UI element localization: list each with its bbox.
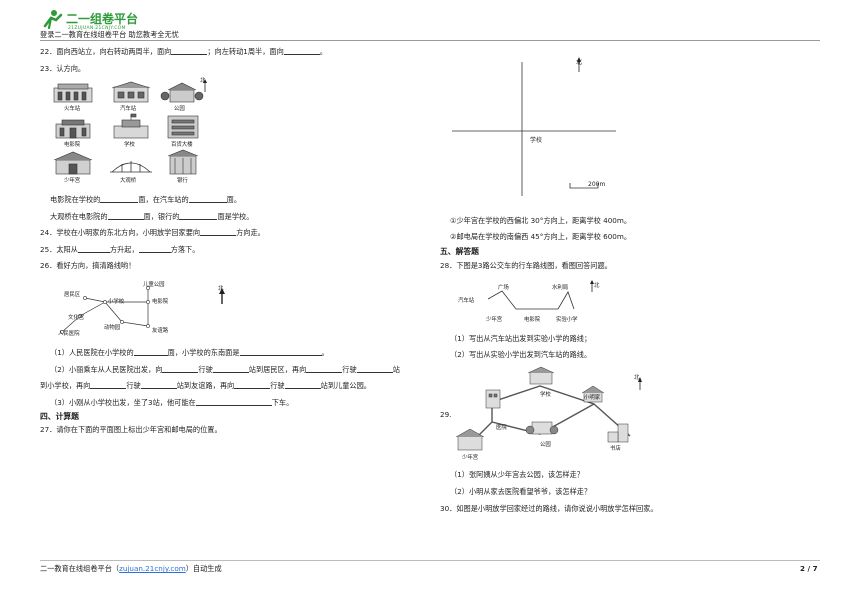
q27-scale-label: 200m: [588, 181, 606, 188]
q28-sub-1: （1）写出从汽车站出发到实验小学的路线；: [450, 334, 592, 343]
q27-north-label: 北: [576, 59, 583, 66]
stop-bus-station: 汽车站: [458, 298, 475, 304]
pic-label: 大观桥: [120, 178, 137, 184]
logo-subtext: 21ZUJUAN.21CNJY.COM: [68, 26, 126, 31]
question-26-title: 26．看好方向，搞清路线哟！: [40, 261, 136, 270]
map-label-residential: 居民区: [64, 292, 81, 298]
pic-label: 银行: [177, 178, 188, 184]
question-25: 25．太阳从方升起，方落下。: [40, 245, 200, 254]
map-label-friendship-road: 友谊路: [152, 328, 169, 334]
footer-divider: [40, 560, 820, 561]
question-22: 22．面向西站立，向右转动两周半，面向；向左转动1周半，面向。: [40, 47, 327, 56]
cinema-picture: [55, 119, 91, 139]
map-label-hospital: 人民医院: [58, 331, 80, 337]
q29-sub-1: （1）张阿姨从少年宫去公园，该怎样走？: [450, 470, 584, 479]
q23-buildings-figure: [53, 81, 204, 175]
pic-label: 公园: [174, 106, 185, 112]
q27-direction-map: [452, 57, 616, 196]
north-label: 北: [200, 78, 206, 84]
question-30: 30．如图是小明放学回家经过的路线，请你说说小明放学怎样回家。: [440, 504, 658, 513]
header-divider: [40, 40, 820, 41]
question-27: 27．请你在下面的平面图上标出少年宫和邮电局的位置。: [40, 425, 222, 434]
map-label-culture-palace: 文化宫: [68, 315, 85, 321]
q29-label-school: 学校: [540, 392, 551, 398]
question-24: 24．学校在小明家的东北方向，小明放学回家要向方向走。: [40, 228, 265, 237]
q29-label-youth-palace: 少年宫: [462, 455, 479, 461]
map-label-children-park: 儿童公园: [143, 282, 165, 288]
pic-label: 电影院: [64, 142, 81, 148]
map-label-primary-school: 小学校: [108, 299, 125, 305]
pic-label: 火车站: [64, 106, 81, 112]
department-store-picture: [167, 115, 199, 139]
q26-sub-2b: 到小学校，再向行驶站到友谊路，再向行驶站到儿童公园。: [40, 381, 371, 390]
stop-cinema: 电影院: [524, 317, 541, 323]
pic-label: 学校: [124, 142, 135, 148]
q29-label-park: 公园: [540, 442, 551, 448]
q26-sub-2a: （2）小丽乘车从人民医院出发，向行驶站到居民区，再向行驶站: [50, 365, 400, 374]
bank-picture: [167, 149, 199, 175]
section-4-heading: 四、计算题: [40, 412, 79, 421]
bus-station-picture: [111, 81, 151, 103]
question-28-title: 28．下图是3路公交车的行车路线图，看图回答问题。: [440, 261, 612, 270]
stop-youth-palace: 少年宫: [486, 317, 503, 323]
pic-label: 少年宫: [64, 178, 81, 184]
north-arrow-icon: [203, 79, 207, 92]
school-picture: [113, 113, 149, 139]
q29-label-hospital: 医院: [496, 425, 507, 431]
q29-label-bookstore: 书店: [610, 446, 621, 452]
page-number: 2 / 7: [800, 564, 818, 573]
logo-icon: [43, 10, 63, 29]
map-north-label: 北: [218, 286, 224, 292]
map-label-cinema: 电影院: [152, 299, 169, 305]
q28-bus-route-map: [487, 280, 594, 310]
map-label-zoo: 动物园: [104, 325, 121, 331]
q27-item-1: ①少年宫在学校的西偏北 30°方向上，距离学校 400m。: [450, 216, 632, 225]
footer-source: 二一教育在线组卷平台（zujuan.21cnjy.com）自动生成: [40, 564, 222, 573]
footer-site-link[interactable]: zujuan.21cnjy.com: [119, 564, 186, 573]
q29-north-label: 北: [634, 375, 640, 381]
question-23-title: 23．认方向。: [40, 64, 86, 73]
q23-line-2: 大观桥在电影院的面，银行的面是学校。: [50, 212, 254, 221]
q26-route-map: [60, 286, 225, 334]
header-tagline: 登录二一教育在线组卷平台 助您教考全无忧: [40, 30, 179, 39]
q27-school-label: 学校: [530, 137, 543, 144]
q29-label-xiaoming-home: 小明家: [584, 395, 601, 401]
q28-north-label: 北: [594, 283, 600, 289]
pic-label: 汽车站: [120, 106, 137, 112]
logo-text: 二一组卷平台: [66, 12, 139, 26]
q28-sub-2: （2）写出从实验小学出发到汽车站的路线。: [450, 350, 592, 359]
q29-sub-2: （2）小明从家去医院看望爷爷，该怎样走？: [450, 487, 592, 496]
stop-square: 广场: [498, 285, 509, 291]
youth-palace-picture: [53, 151, 93, 175]
park-picture: [160, 82, 204, 103]
stop-water-bureau: 水利局: [552, 285, 569, 291]
q23-line-1: 电影院在学校的面，在汽车站的面。: [50, 195, 242, 204]
q26-sub-1: （1）人民医院在小学校的面，小学校的东南面是。: [50, 348, 329, 357]
train-station-picture: [53, 83, 93, 103]
pic-label: 百货大楼: [171, 142, 193, 148]
question-29-number: 29.: [440, 410, 452, 419]
q29-town-map: [455, 366, 642, 451]
section-5-heading: 五、解答题: [440, 247, 479, 256]
daguan-bridge-picture: [110, 161, 152, 173]
q27-item-2: ②邮电局在学校的南偏西 45°方向上，距离学校 600m。: [450, 232, 632, 241]
q26-sub-3: （3）小刚从小学校出发，坐了3站，他可能在下车。: [50, 398, 294, 407]
stop-experimental-school: 实验小学: [556, 317, 578, 323]
